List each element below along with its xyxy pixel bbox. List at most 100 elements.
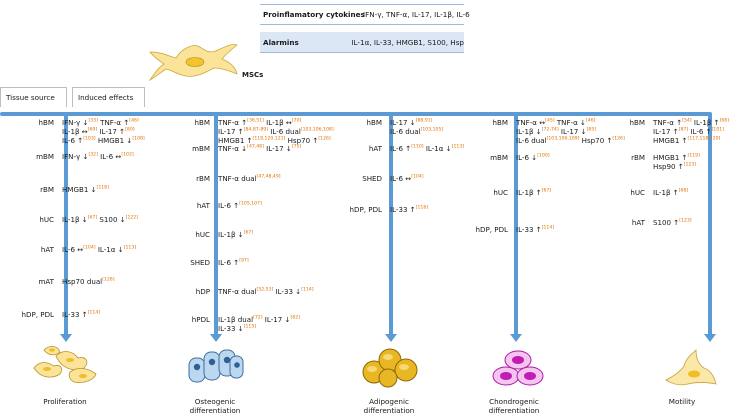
reference-citation: [46] xyxy=(586,118,596,124)
reference-citation: [32] xyxy=(88,152,98,158)
effect-line: IFN-γ ↓[33] TNF-α ↑[46] xyxy=(62,118,145,127)
tissue-source-label: hPDL xyxy=(191,315,210,324)
effect-text: TNF-α ↓ xyxy=(218,144,248,153)
effect-text: IL-1β ↓ xyxy=(218,230,244,239)
effect-line: IL-6 ↔[104] xyxy=(390,174,424,183)
reference-citation: [67] xyxy=(243,230,254,236)
reference-citation: [97] xyxy=(239,258,249,264)
effect-text: IL-6 ↑ xyxy=(688,127,712,137)
outcome-osteogenic: Osteogenic differentiation xyxy=(189,397,241,415)
entry-row: hUC IL-1β ↓[67] xyxy=(174,230,253,239)
entry-row: rBM TNF-α dual[47,48,49] xyxy=(174,174,281,183)
reference-citation: [72-74] xyxy=(541,127,559,133)
tissue-source-label: hUC xyxy=(195,230,210,239)
reference-citation: [114] xyxy=(301,287,314,293)
reference-citation: [85] xyxy=(586,127,597,133)
reference-citation: [33] xyxy=(88,118,98,124)
effect-text: IL-17 ↑ xyxy=(653,127,679,137)
induced-effects: IL-1β ↓[67] S100 ↓[122] xyxy=(62,215,138,224)
reference-citation: [36,51] xyxy=(247,118,264,124)
tissue-source-label: hDP, PDL xyxy=(475,225,508,234)
effect-line: IL-1β ↓[67] xyxy=(218,230,253,239)
effect-text: IL-17 ↑ xyxy=(97,127,126,137)
effect-text: IL-17 ↓ xyxy=(390,118,416,127)
effect-line: HMGB1 ↑[117,118,120] xyxy=(653,136,729,145)
reference-citation: [67] xyxy=(541,188,552,194)
reference-citation: [105,107] xyxy=(239,201,262,207)
reference-citation: [80] xyxy=(125,127,135,133)
induced-effects: HMGB1 ↓[118] xyxy=(62,185,109,194)
tissue-source-label: SHED xyxy=(190,258,210,267)
effect-line: HMGB1 ↑[118,120,121] Hsp70 ↑[126] xyxy=(218,136,334,145)
effect-text: TNF-α ↑ xyxy=(218,118,248,127)
effect-text: HMGB1 ↑ xyxy=(653,136,688,146)
induced-effects: Hsp70 dual[126] xyxy=(62,277,115,286)
effect-text: IL-1β dual xyxy=(218,315,254,324)
reference-citation: [100] xyxy=(537,153,550,159)
tissue-source-label: rBM xyxy=(40,185,54,194)
effect-text: TNF-α dual xyxy=(218,287,257,296)
reference-citation: [114] xyxy=(87,310,101,316)
tissue-source-label: hAT xyxy=(631,218,645,227)
reference-citation: [104] xyxy=(411,174,424,180)
effect-text: IL-6 ↑ xyxy=(390,144,412,153)
legend-table: Proinflamatory cytokines IFN-γ, TNF-α, I… xyxy=(260,4,470,53)
induced-effects: HMGB1 ↑[119]Hsp90 ↑[123] xyxy=(653,153,700,171)
effect-line: TNF-α ↑[54] IL-1β ↑[68] xyxy=(653,118,729,127)
effect-line: IL-1β ↑[68] xyxy=(653,188,688,197)
effect-line: S100 ↑[123] xyxy=(653,218,692,227)
effect-text: IL-33 ↓ xyxy=(273,287,302,296)
reference-citation: [117,118,120] xyxy=(687,137,721,143)
induced-effects: IFN-γ ↓[32] IL-6 ↔[102] xyxy=(62,152,134,161)
reference-citation: [46] xyxy=(129,118,139,124)
tissue-source-label: mBM xyxy=(490,153,508,162)
reference-citation: [103,106,108] xyxy=(300,127,334,133)
entry-row: hAT S100 ↑[123] xyxy=(628,218,692,227)
effect-line: IFN-γ ↓[32] IL-6 ↔[102] xyxy=(62,152,134,161)
induced-effects: TNF-α dual[47,48,49] xyxy=(218,174,281,183)
tissue-source-label: hAT xyxy=(368,144,382,153)
effect-text: IL-1β ↑ xyxy=(516,188,542,197)
effect-text: IL-1β ↔ xyxy=(263,118,292,127)
induced-effects: IL-6 ↑[97] xyxy=(218,258,249,267)
effect-line: IL-33 ↓[115] xyxy=(218,324,300,333)
effect-text: TNF-α ↓ xyxy=(554,118,587,127)
effect-text: IL-6 dual xyxy=(390,127,421,137)
tissue-source-label: hBM xyxy=(194,118,210,127)
effect-line: IL-17 ↓[88,91] xyxy=(390,118,443,127)
msc-label: MSCs xyxy=(242,71,264,79)
effect-line: TNF-α ↑[36,51] IL-1β ↔[70] xyxy=(218,118,334,127)
tissue-source-label: hAT xyxy=(196,201,210,210)
effect-text: S100 ↓ xyxy=(97,215,126,224)
induced-effects: IL-33 ↑[114] xyxy=(62,310,100,319)
effect-text: TNF-α ↔ xyxy=(516,118,546,127)
effect-text: TNF-α ↑ xyxy=(653,118,683,127)
effect-line: IL-6 ↑[110] IL-1α ↓[113] xyxy=(390,144,464,153)
reference-citation: [72] xyxy=(253,315,263,321)
effect-line: IL-6 ↑[103] HMGB1 ↓[108] xyxy=(62,136,145,145)
tissue-source-label: rBM xyxy=(196,174,210,183)
effect-text: IL-1β ↓ xyxy=(62,215,88,224)
effect-line: IL-33 ↑[114] xyxy=(516,225,554,234)
flow-arrow-motility xyxy=(704,114,716,342)
effect-text: Hsp90 ↑ xyxy=(653,162,684,172)
effect-line: HMGB1 ↓[118] xyxy=(62,185,109,194)
effect-line: HMGB1 ↑[119] xyxy=(653,153,700,162)
effect-line: IL-1β ↓[72-74] IL-17 ↓[85] xyxy=(516,127,625,136)
tissue-source-label: rBM xyxy=(631,153,645,162)
reference-citation: [113] xyxy=(123,245,137,251)
reference-citation: [88,91] xyxy=(415,118,433,124)
reference-citation: [54] xyxy=(682,118,692,124)
effect-text: S100 ↑ xyxy=(653,218,680,227)
induced-effects: IL-6 ↔[104] IL-1α ↓[113] xyxy=(62,245,136,254)
effect-text: TNF-α ↑ xyxy=(97,118,130,127)
effect-text: HMGB1 ↑ xyxy=(653,153,688,162)
effect-text: IFN-γ ↓ xyxy=(62,118,89,127)
